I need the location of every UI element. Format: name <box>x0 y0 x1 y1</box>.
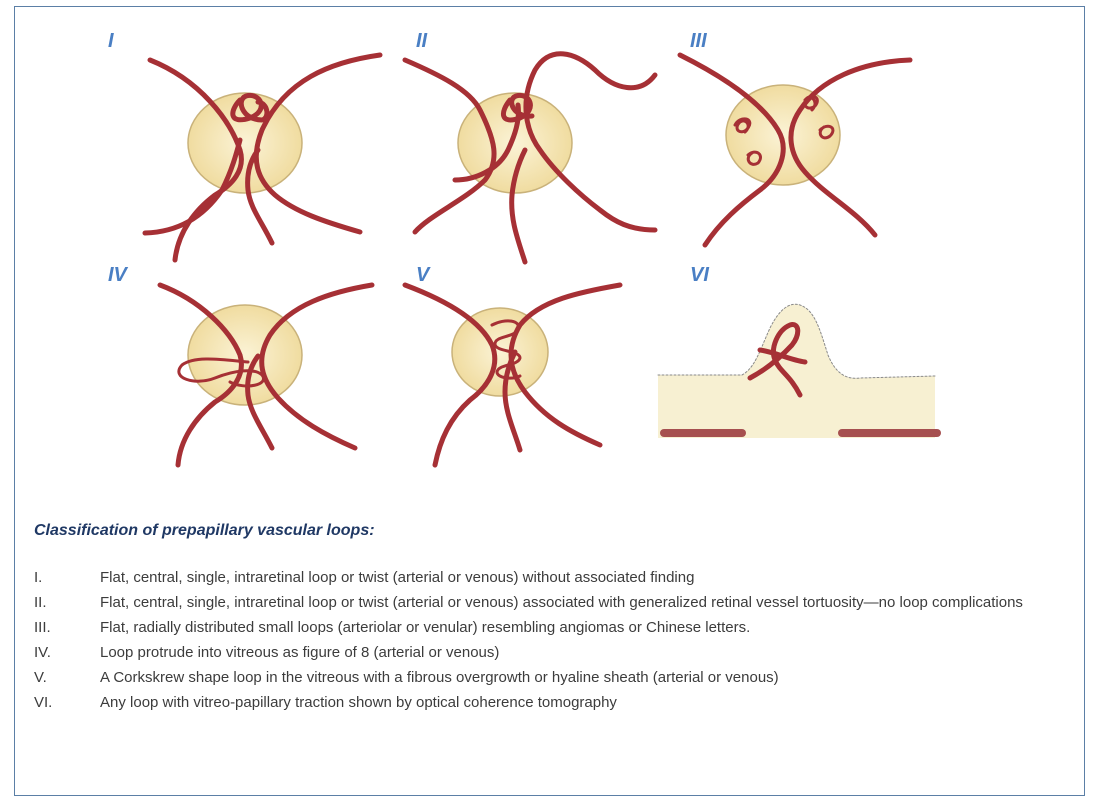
panel-i-diagram <box>145 55 380 260</box>
legend-number: VI. <box>34 693 100 712</box>
panel-iii-diagram <box>680 55 910 245</box>
legend-row-ii: II. Flat, central, single, intraretinal … <box>34 593 1074 612</box>
legend-text: A Corkskrew shape loop in the vitreous w… <box>100 668 1074 687</box>
panel-ii-diagram <box>405 54 655 262</box>
caption-title: Classification of prepapillary vascular … <box>34 522 375 540</box>
optic-disc <box>188 93 302 193</box>
panel-iv-diagram <box>160 285 372 465</box>
panel-vi-diagram <box>658 304 937 438</box>
vessels <box>680 55 910 245</box>
legend-row-iv: IV. Loop protrude into vitreous as figur… <box>34 643 1074 662</box>
legend-number: IV. <box>34 643 100 662</box>
legend-text: Loop protrude into vitreous as figure of… <box>100 643 1074 662</box>
panel-v-diagram <box>405 285 620 465</box>
legend-row-vi: VI. Any loop with vitreo-papillary tract… <box>34 693 1074 712</box>
legend-text: Flat, central, single, intraretinal loop… <box>100 593 1074 612</box>
legend-row-iii: III. Flat, radially distributed small lo… <box>34 618 1074 637</box>
illustrations <box>0 0 1093 510</box>
legend-number: III. <box>34 618 100 637</box>
legend-row-v: V. A Corkskrew shape loop in the vitreou… <box>34 668 1074 687</box>
legend-number: I. <box>34 568 100 587</box>
legend-text: Flat, radially distributed small loops (… <box>100 618 1074 637</box>
classification-legend: I. Flat, central, single, intraretinal l… <box>34 568 1074 718</box>
legend-text: Any loop with vitreo-papillary traction … <box>100 693 1074 712</box>
legend-number: II. <box>34 593 100 612</box>
legend-number: V. <box>34 668 100 687</box>
legend-text: Flat, central, single, intraretinal loop… <box>100 568 1074 587</box>
legend-row-i: I. Flat, central, single, intraretinal l… <box>34 568 1074 587</box>
